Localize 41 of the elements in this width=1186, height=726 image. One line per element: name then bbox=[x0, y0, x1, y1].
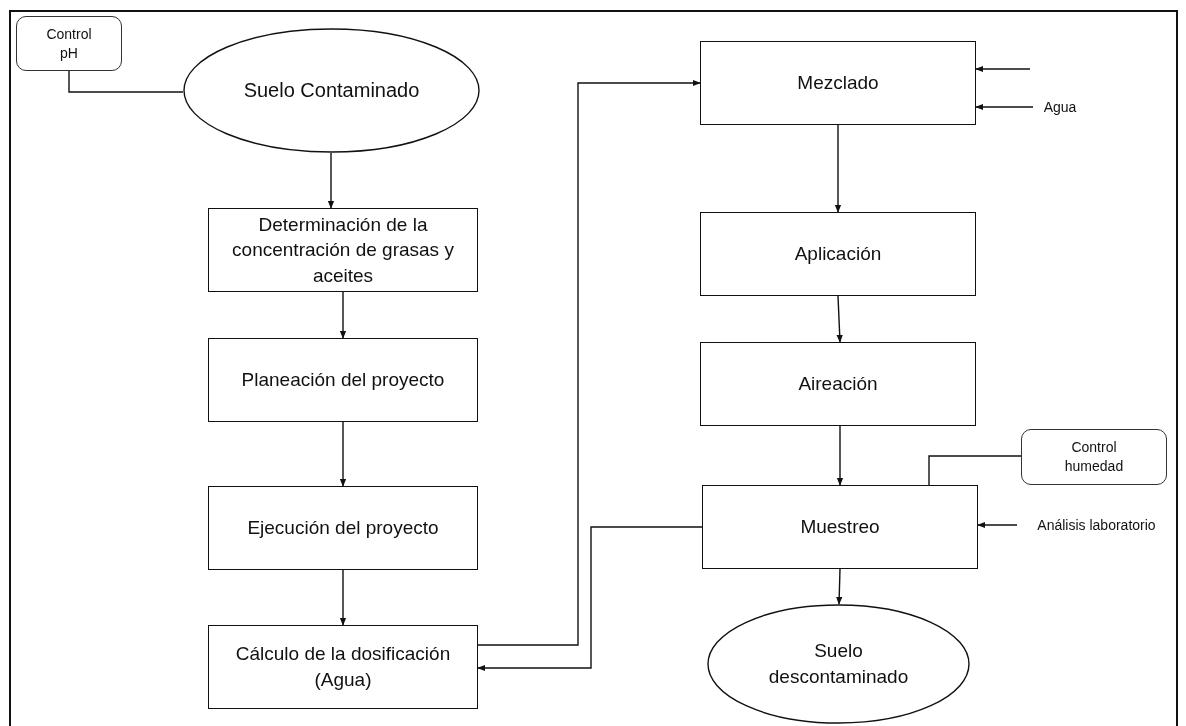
arrow bbox=[327, 152, 335, 209]
node-label: Ejecución del proyecto bbox=[247, 516, 439, 541]
arrow bbox=[975, 65, 1031, 73]
process-box bbox=[208, 486, 478, 570]
process-box bbox=[208, 338, 478, 422]
node-label: Determinación de la concentración de grasas y aceites bbox=[231, 212, 455, 288]
arrow bbox=[836, 425, 844, 486]
process-box bbox=[208, 625, 478, 709]
arrow bbox=[977, 521, 1018, 529]
arrow bbox=[339, 569, 347, 626]
process-box bbox=[700, 212, 976, 296]
arrow bbox=[836, 295, 843, 343]
terminal-ellipse bbox=[707, 604, 970, 724]
arrow bbox=[339, 421, 347, 487]
node-label: Control humedad bbox=[1063, 438, 1125, 476]
node-label: Cálculo de la dosificación (Agua) bbox=[234, 642, 452, 692]
arrow bbox=[834, 124, 842, 213]
arrow bbox=[975, 103, 1034, 111]
node-label: Mezclado bbox=[797, 71, 879, 96]
connector-line bbox=[68, 70, 184, 93]
input-label: Agua bbox=[1043, 97, 1077, 117]
arrow bbox=[477, 79, 701, 646]
node-label: Suelo descontaminado bbox=[767, 639, 910, 689]
node-label: Planeación del proyecto bbox=[241, 368, 445, 393]
connector-line bbox=[928, 455, 1022, 486]
control-box bbox=[16, 16, 122, 71]
node-label: Suelo Contaminado bbox=[243, 78, 420, 103]
control-box bbox=[1021, 429, 1167, 485]
node-label: Aplicación bbox=[794, 242, 882, 267]
node-label: Aireación bbox=[798, 372, 878, 397]
process-box bbox=[700, 342, 976, 426]
arrow bbox=[836, 568, 843, 605]
terminal-ellipse bbox=[183, 28, 480, 153]
process-box bbox=[208, 208, 478, 292]
node-label: Muestreo bbox=[800, 515, 880, 540]
process-box bbox=[700, 41, 976, 125]
arrow bbox=[477, 526, 703, 672]
node-label: Control pH bbox=[45, 24, 93, 63]
arrow bbox=[339, 291, 347, 339]
process-box bbox=[702, 485, 978, 569]
input-label: Análisis laboratorio bbox=[1037, 515, 1156, 535]
